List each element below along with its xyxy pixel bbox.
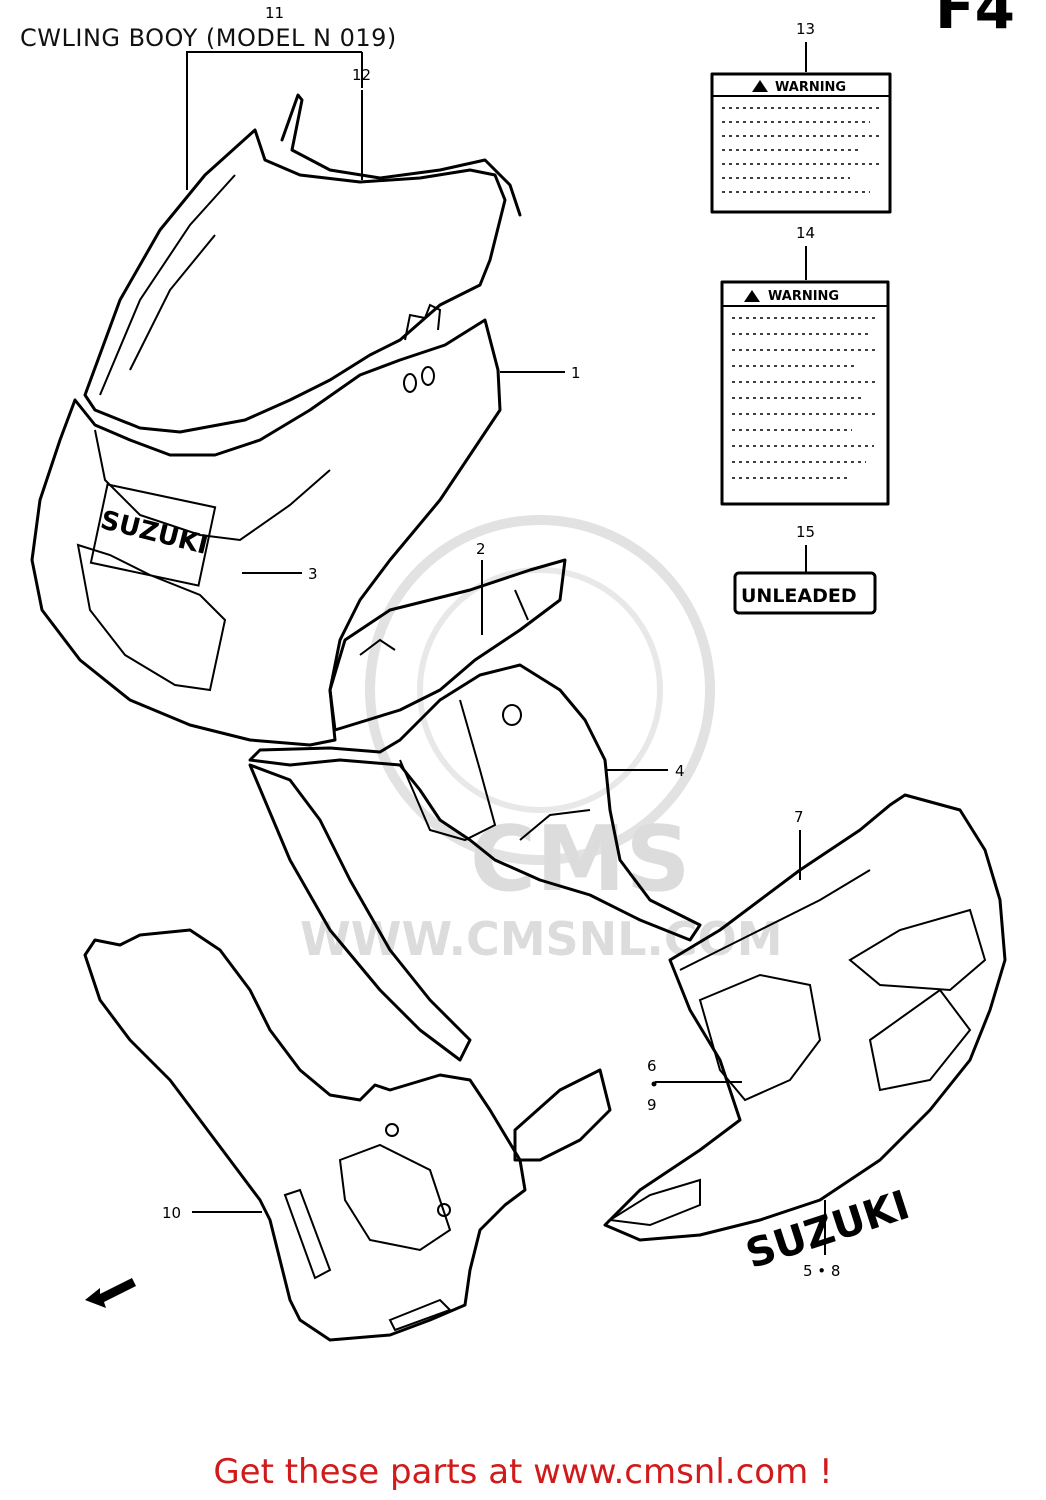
callout-4: 4 xyxy=(675,762,685,780)
watermark: CMS WWW.CMSNL.COM xyxy=(300,515,783,966)
leader-lines xyxy=(186,42,826,1255)
unleaded-label: UNLEADED xyxy=(733,571,877,615)
callout-3: 3 xyxy=(308,565,318,583)
front-direction-arrow xyxy=(85,1278,136,1308)
inner-cowl-lower xyxy=(248,663,702,942)
unleaded-label-text: UNLEADED xyxy=(741,585,857,607)
callout-6: 6 xyxy=(647,1057,657,1075)
lower-cowl xyxy=(83,928,527,1342)
side-cowl-left xyxy=(248,763,472,1062)
warning-label-13: WARNING xyxy=(710,72,892,214)
callout-5-8: 5 • 8 xyxy=(803,1262,840,1280)
callout-13: 13 xyxy=(796,20,815,38)
inner-panel xyxy=(328,558,567,732)
warning-label-14: WARNING xyxy=(720,280,890,506)
callout-7: 7 xyxy=(794,808,804,826)
cowl-suzuki-logo: SUZUKI xyxy=(97,505,211,561)
callouts: 11 12 13 14 15 1 2 3 4 7 6 9 10 5 • 8 xyxy=(162,4,840,1280)
callout-10: 10 xyxy=(162,1204,181,1222)
callout-15: 15 xyxy=(796,523,815,541)
watermark-logo-text: CMS xyxy=(470,807,690,912)
footer-banner[interactable]: Get these parts at www.cmsnl.com ! xyxy=(0,1452,1046,1492)
lower-bracket xyxy=(513,1068,612,1162)
callout-12: 12 xyxy=(352,66,371,84)
callout-1: 1 xyxy=(571,364,581,382)
callout-11: 11 xyxy=(265,4,284,22)
upper-cowl-and-windscreen: SUZUKI xyxy=(30,93,522,747)
warning-14-heading: WARNING xyxy=(768,289,839,304)
warning-13-heading: WARNING xyxy=(775,80,846,95)
corner-code: F4 xyxy=(935,0,1015,42)
callout-2: 2 xyxy=(476,540,486,558)
footer-link[interactable]: Get these parts at www.cmsnl.com ! xyxy=(213,1452,833,1492)
callout-9: 9 xyxy=(647,1096,657,1114)
page-title: CWLING BOOY (MODEL N 019) xyxy=(20,24,397,52)
callout-14: 14 xyxy=(796,224,815,242)
